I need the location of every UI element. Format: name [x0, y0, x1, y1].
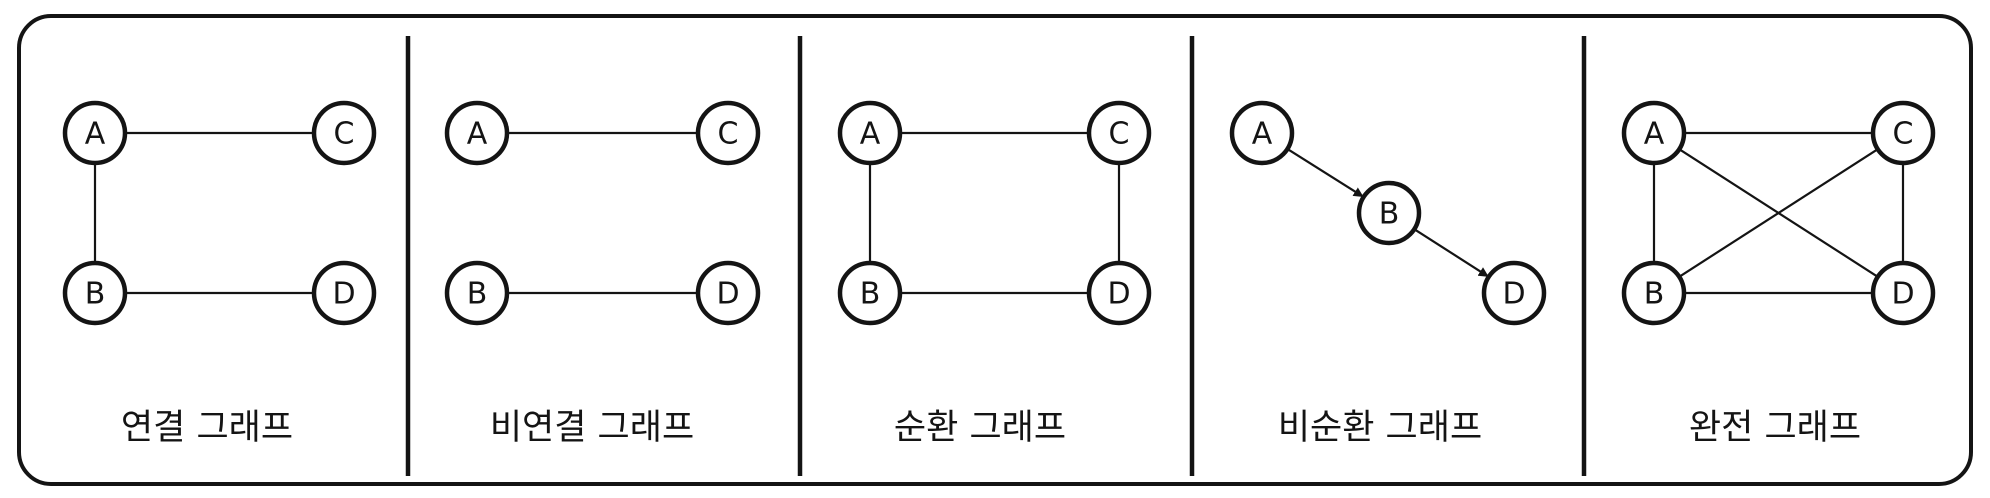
graph-panel: A C B D 완전 그래프: [1621, 100, 1936, 448]
graph-edges: [868, 131, 1121, 295]
graph-node: A: [837, 100, 903, 166]
panels: A C B D 연결 그래프 A C B D 비연결 그래프 A C B D 순환 그래프 A B D 비순환 그래…: [62, 100, 1936, 448]
node-label: C: [1893, 117, 1914, 152]
node-circle: [444, 100, 510, 166]
graph-edges: [93, 131, 314, 295]
node-label: D: [1107, 277, 1130, 312]
graph-edges: [1652, 131, 1905, 295]
graph-node: C: [311, 100, 377, 166]
node-label: C: [1109, 117, 1130, 152]
node-circle: [1870, 100, 1936, 166]
graph-node: D: [1481, 260, 1547, 326]
node-label: B: [1644, 277, 1665, 312]
node-label: B: [860, 277, 881, 312]
node-circle: [1621, 260, 1687, 326]
graph-edges: [507, 131, 698, 295]
node-circle: [311, 260, 377, 326]
panel-title: 비연결 그래프: [490, 408, 694, 448]
graph-node: C: [1870, 100, 1936, 166]
node-label: C: [334, 117, 355, 152]
node-label: A: [860, 117, 881, 152]
node-circle: [1086, 100, 1152, 166]
graph-node: B: [62, 260, 128, 326]
node-circle: [62, 100, 128, 166]
graph-node: B: [1621, 260, 1687, 326]
graph-panel: A B D 비순환 그래프: [1229, 100, 1547, 448]
node-label: B: [467, 277, 488, 312]
panel-title: 비순환 그래프: [1278, 408, 1482, 448]
graph-nodes: A C B D: [444, 100, 761, 326]
graph-panel: A C B D 비연결 그래프: [444, 100, 761, 448]
graph-node: A: [62, 100, 128, 166]
node-circle: [311, 100, 377, 166]
graph-edges: [1286, 148, 1489, 278]
graph-node: C: [1086, 100, 1152, 166]
panel-title: 완전 그래프: [1689, 408, 1861, 448]
node-circle: [1870, 260, 1936, 326]
node-label: A: [467, 117, 488, 152]
graph-node: D: [695, 260, 761, 326]
node-label: A: [1644, 117, 1665, 152]
node-label: D: [1502, 277, 1525, 312]
node-circle: [695, 100, 761, 166]
node-label: C: [718, 117, 739, 152]
graph-node: B: [444, 260, 510, 326]
node-label: D: [1891, 277, 1914, 312]
diagram-frame: [17, 14, 1973, 486]
node-label: A: [1252, 117, 1273, 152]
graph-node: A: [1229, 100, 1295, 166]
graph-node: D: [1870, 260, 1936, 326]
node-label: D: [332, 277, 355, 312]
graph-nodes: A B D: [1229, 100, 1547, 326]
graph-node: B: [837, 260, 903, 326]
graph-node: C: [695, 100, 761, 166]
graph-node: A: [444, 100, 510, 166]
node-circle: [1356, 180, 1422, 246]
panel-title: 연결 그래프: [121, 408, 293, 448]
graph-nodes: A C B D: [62, 100, 377, 326]
graph-node: D: [1086, 260, 1152, 326]
node-circle: [837, 260, 903, 326]
node-circle: [1229, 100, 1295, 166]
graph-node: D: [311, 260, 377, 326]
node-circle: [695, 260, 761, 326]
node-circle: [837, 100, 903, 166]
node-label: D: [716, 277, 739, 312]
node-circle: [1621, 100, 1687, 166]
directed-edge: [1286, 148, 1364, 198]
graph-panel: A C B D 연결 그래프: [62, 100, 377, 448]
graph-node: B: [1356, 180, 1422, 246]
edge: [1678, 148, 1879, 278]
node-circle: [1086, 260, 1152, 326]
node-label: B: [1379, 197, 1400, 232]
graph-nodes: A C B D: [837, 100, 1152, 326]
graph-node: A: [1621, 100, 1687, 166]
directed-edge: [1413, 228, 1489, 278]
node-circle: [444, 260, 510, 326]
node-circle: [62, 260, 128, 326]
node-label: B: [85, 277, 106, 312]
node-label: A: [85, 117, 106, 152]
node-circle: [1481, 260, 1547, 326]
graph-panel: A C B D 순환 그래프: [837, 100, 1152, 448]
panel-dividers: [405, 36, 1587, 476]
panel-title: 순환 그래프: [894, 408, 1066, 448]
graph-nodes: A C B D: [1621, 100, 1936, 326]
